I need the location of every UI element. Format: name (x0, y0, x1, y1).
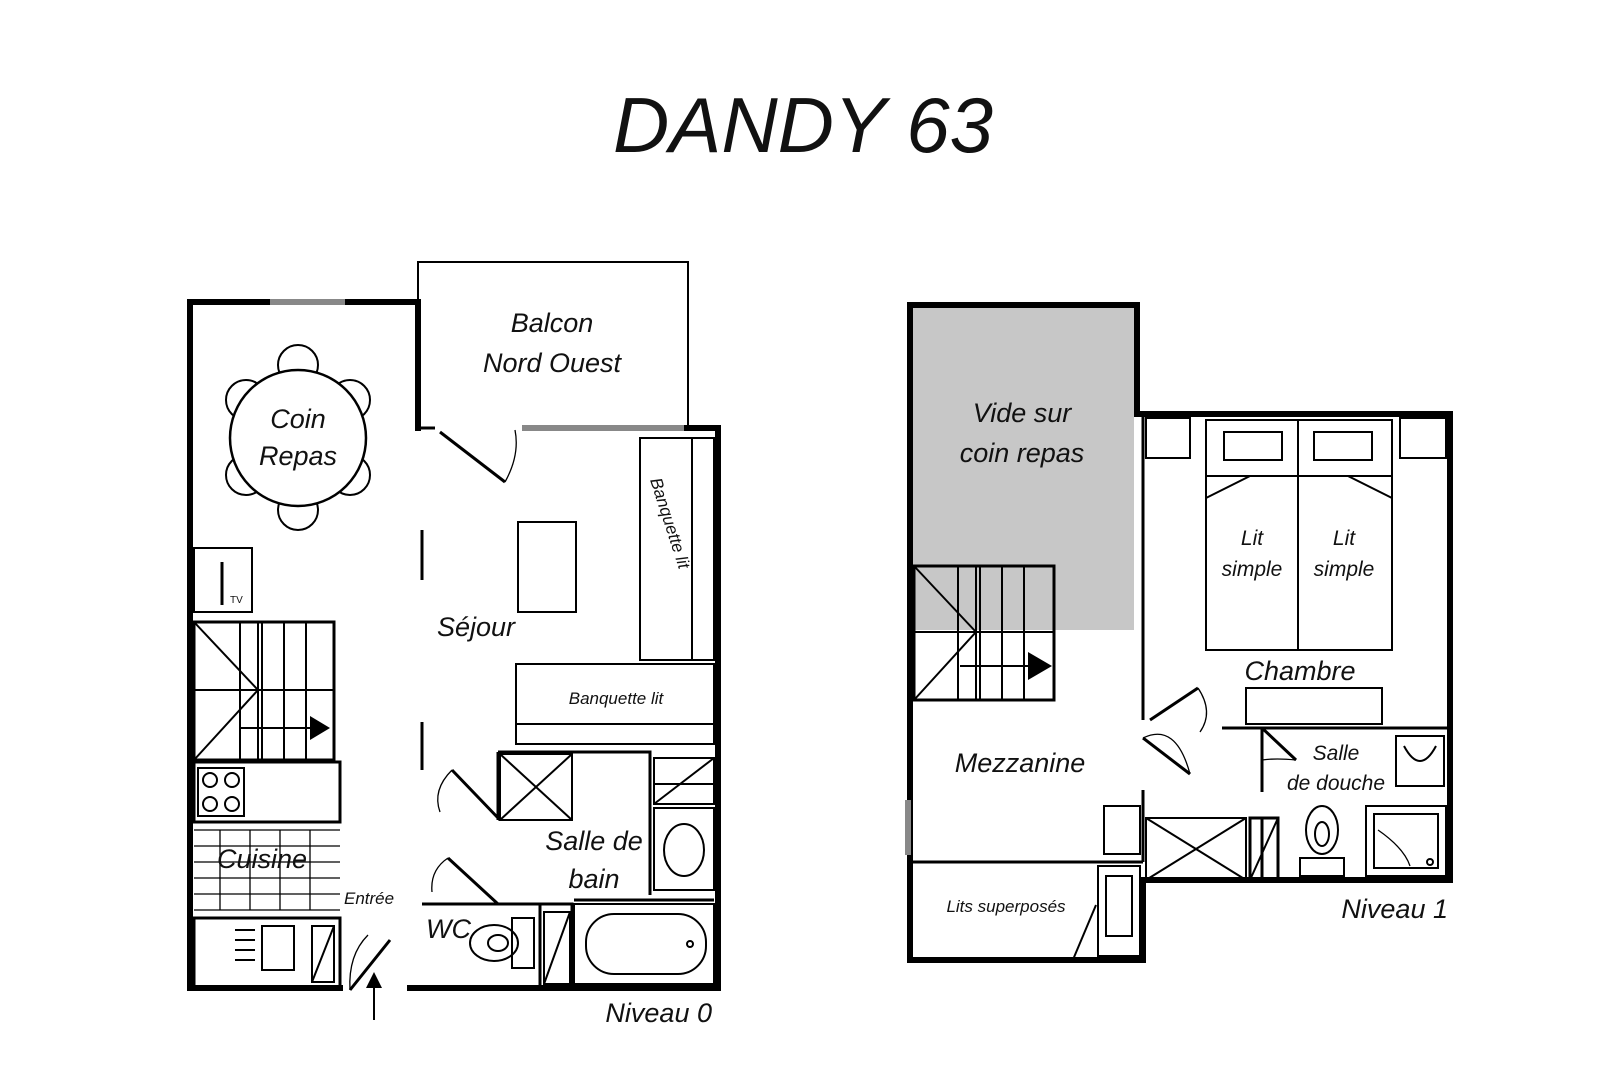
bathroom-door (450, 768, 502, 822)
label-lit-1b: simple (1222, 558, 1283, 581)
wc-door (446, 856, 500, 906)
label-salle-douche-2: de douche (1287, 772, 1385, 795)
shower-tray (499, 753, 573, 821)
wc-wall (422, 902, 574, 988)
balcony-door-swing (504, 429, 517, 483)
label-vide-2: coin repas (960, 438, 1085, 468)
label-entree: Entrée (344, 889, 394, 908)
tv-unit (193, 547, 253, 613)
label-sejour: Séjour (437, 612, 516, 642)
label-lits-superposes: Lits superposés (946, 897, 1066, 916)
shower (1365, 805, 1447, 877)
label-chambre: Chambre (1244, 656, 1355, 686)
label-coin-repas-2: Repas (259, 441, 337, 471)
pillow (1313, 431, 1373, 461)
single-beds (1205, 419, 1393, 651)
sofa-bed-horizontal (515, 663, 715, 745)
stairs-arrow-icon (310, 716, 330, 740)
label-salle-de-bain-1: Salle de (545, 826, 643, 856)
label-coin-repas-1: Coin (270, 404, 326, 434)
label-banquette-horizontal: Banquette lit (569, 689, 665, 708)
stairs-arrow-icon (1028, 652, 1052, 680)
bunk-bed (1097, 865, 1141, 957)
toilet-tank (1299, 857, 1345, 877)
label-lit-1a: Lit (1241, 527, 1264, 550)
mezz-door (1142, 736, 1191, 776)
toilet (1305, 805, 1339, 855)
toilet-tank (511, 917, 535, 969)
label-banquette-vertical: Banquette lit (646, 475, 694, 572)
label-lit-2b: simple (1314, 558, 1375, 581)
wc-door-swing (431, 857, 449, 893)
wall-right (407, 425, 721, 991)
plan-title: DANDY 63 (613, 81, 993, 169)
void-area-shape (910, 308, 1134, 630)
pillow (1223, 431, 1283, 461)
level-0-plan: Coin Repas Balcon Nord Ouest TV (187, 261, 721, 1028)
label-tv: TV (230, 595, 243, 606)
sink (235, 929, 255, 961)
level-1-outer-walls (907, 302, 1453, 963)
bathroom-wall (496, 750, 652, 895)
kitchen (192, 760, 342, 990)
bathtub (573, 903, 715, 985)
stairs-level-1 (912, 564, 1056, 702)
balcony-door (439, 430, 506, 484)
washbasin (653, 807, 715, 891)
tile-floor (194, 829, 340, 911)
label-mezzanine: Mezzanine (955, 748, 1086, 778)
label-cuisine: Cuisine (217, 844, 307, 874)
wardrobe (1399, 417, 1447, 459)
coffee-table (517, 521, 577, 613)
label-lit-2a: Lit (1333, 527, 1356, 550)
bedroom-door (1149, 686, 1199, 722)
toilet (469, 924, 519, 962)
label-vide-1: Vide sur (973, 398, 1073, 428)
washbasin (1395, 735, 1445, 787)
balcony-outline (417, 261, 689, 428)
sofa-bed-vertical (639, 437, 715, 661)
label-salle-de-bain-2: bain (568, 864, 619, 894)
label-balcon-1: Balcon (511, 308, 594, 338)
label-wc: WC (426, 914, 471, 944)
arrow-up-icon (366, 972, 382, 988)
cabinet (1103, 805, 1141, 855)
stairs-level-0 (192, 620, 336, 762)
entrance-door (348, 939, 392, 991)
dining-table (225, 344, 371, 531)
level-1-plan: Vide sur coin repas Mezzanine Lits super… (905, 302, 1453, 963)
entrance-door-swing (349, 934, 369, 991)
label-balcon-2: Nord Ouest (483, 348, 623, 378)
label-salle-douche-1: Salle (1313, 742, 1360, 765)
wardrobe (1145, 417, 1191, 459)
label-niveau-1: Niveau 1 (1341, 894, 1448, 924)
label-niveau-0: Niveau 0 (605, 998, 712, 1028)
bathroom-door-swing (437, 769, 453, 813)
storage (1145, 817, 1247, 881)
desk (1245, 687, 1383, 725)
cooktop (197, 767, 245, 817)
fridge (261, 925, 295, 971)
